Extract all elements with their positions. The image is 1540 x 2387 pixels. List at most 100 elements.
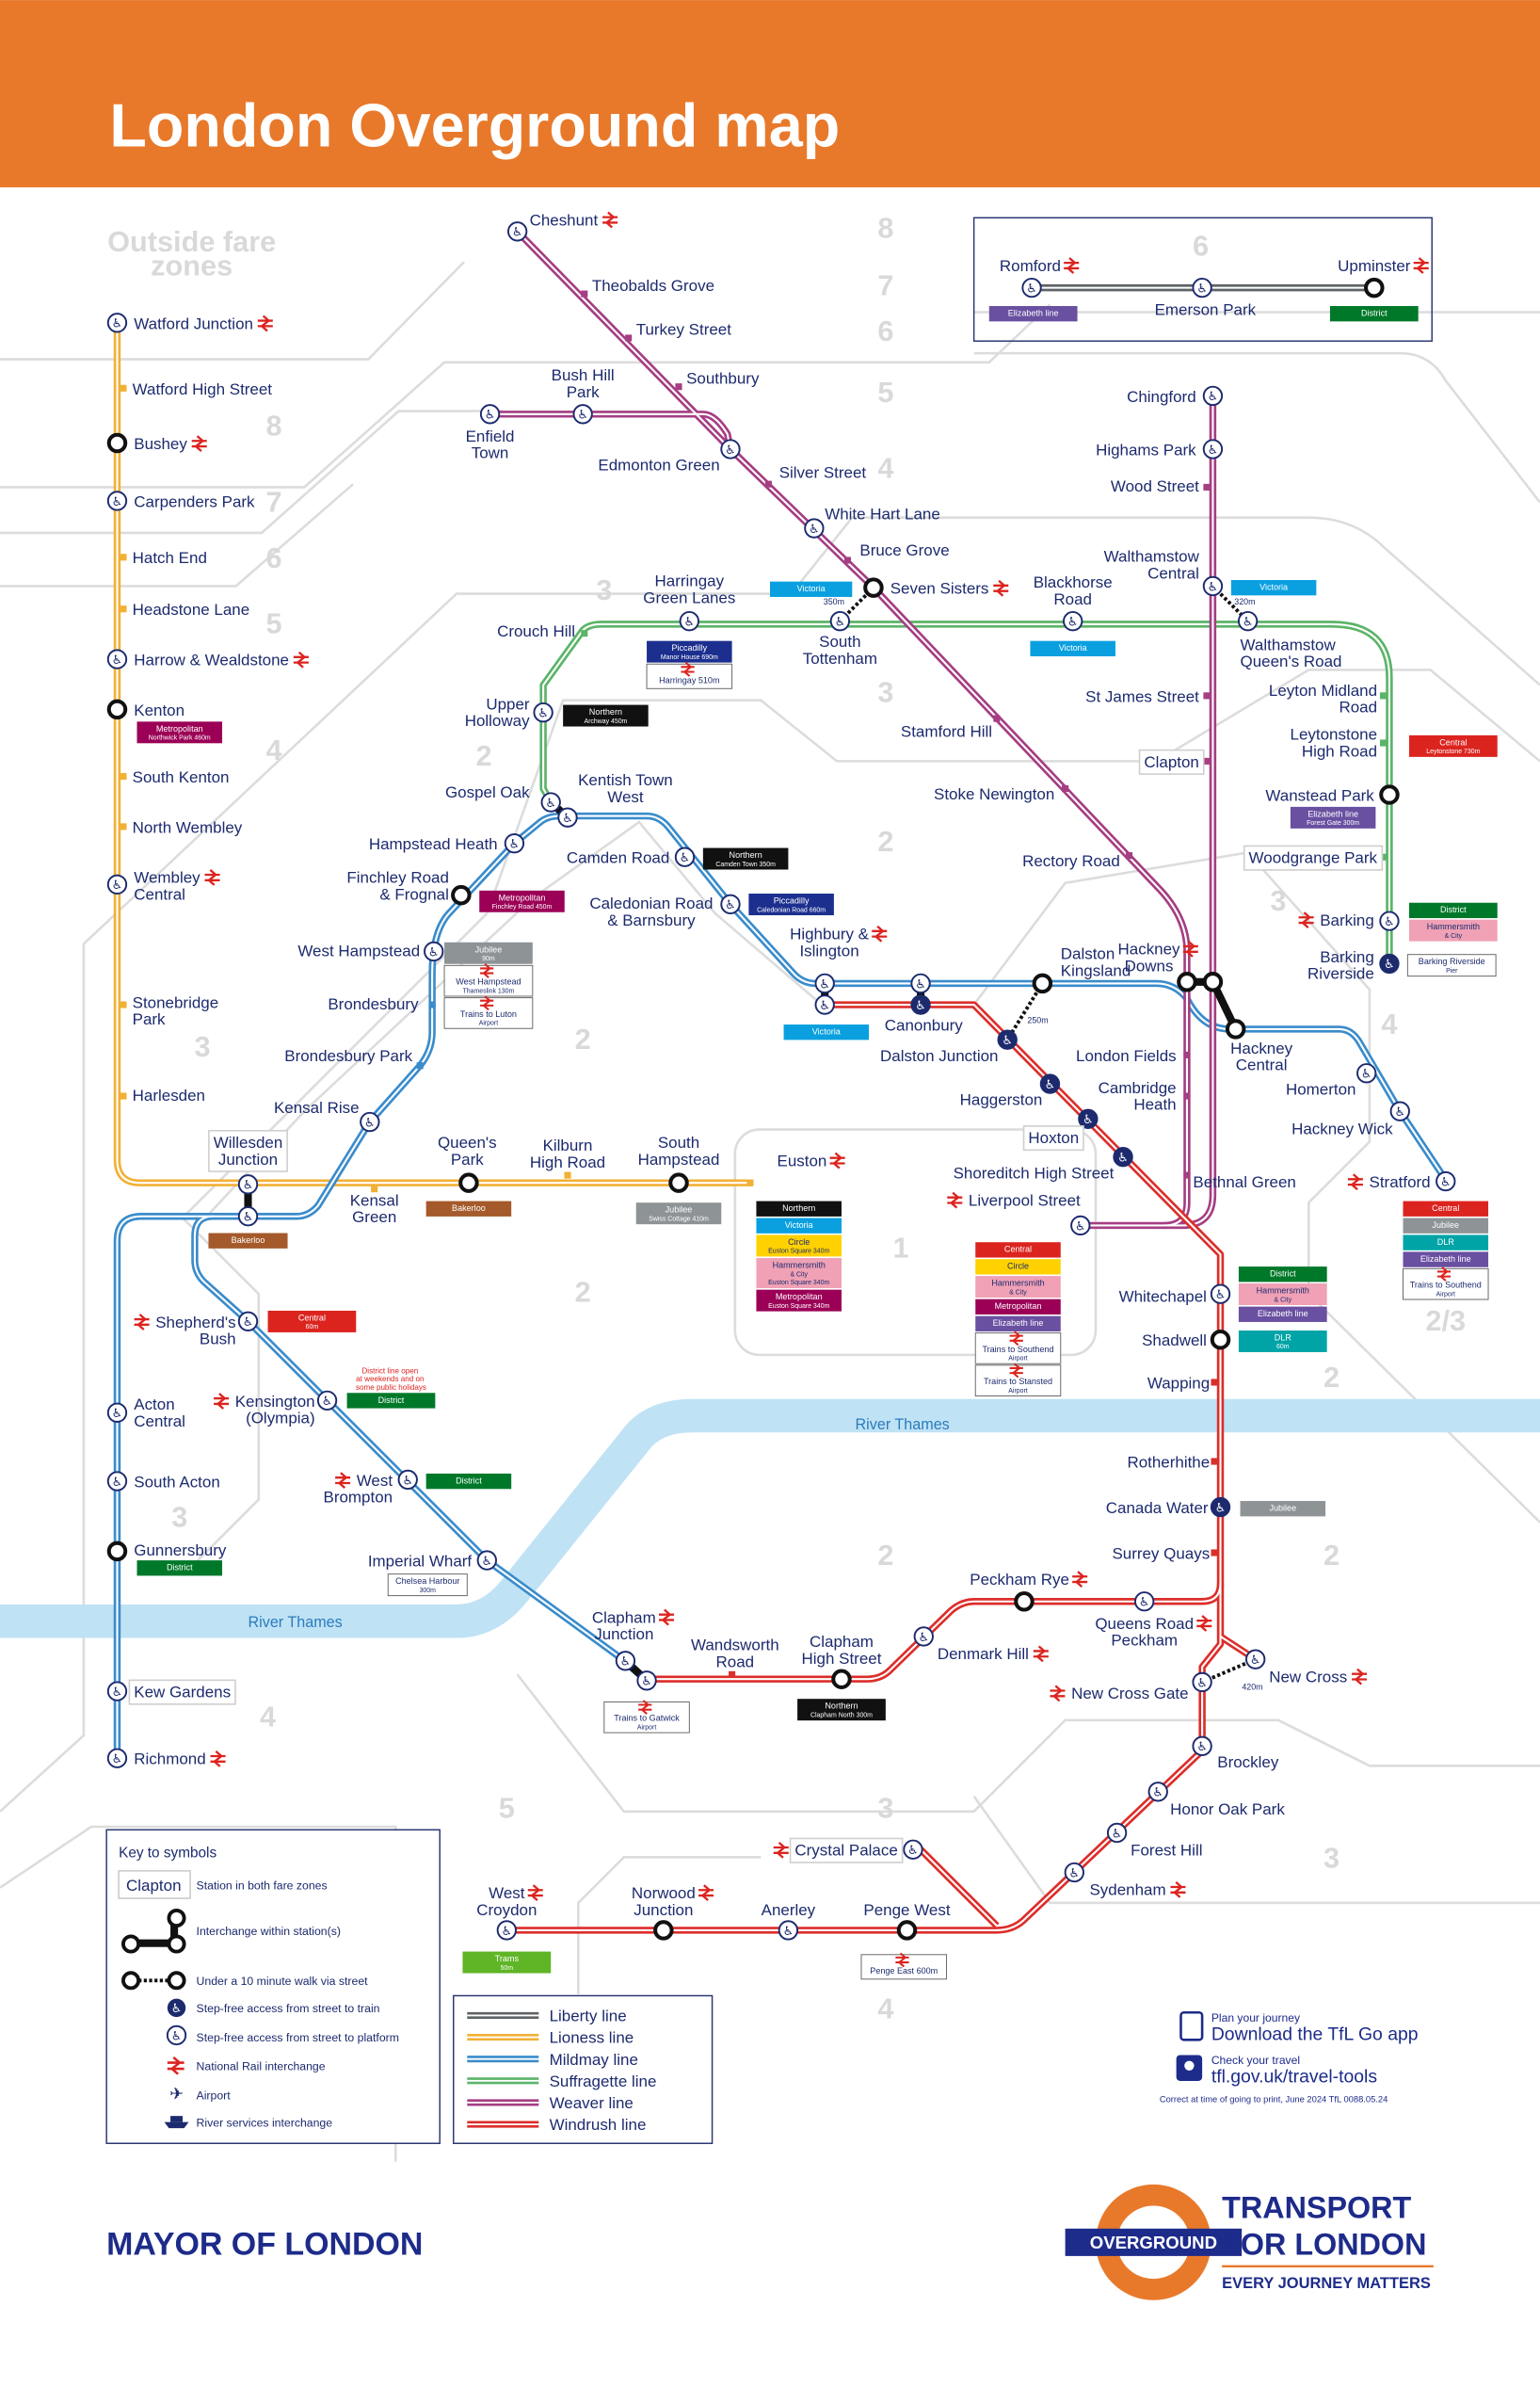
- station-label[interactable]: Emerson Park: [1155, 301, 1257, 319]
- interchange-station-marker[interactable]: [1225, 1019, 1246, 1040]
- step-free-platform-icon[interactable]: ♿: [540, 792, 561, 813]
- step-free-platform-icon[interactable]: ♿: [720, 439, 741, 460]
- station[interactable]: ♿Honor Oak Park: [1147, 1782, 1286, 1818]
- step-free-platform-icon[interactable]: ♿: [1063, 610, 1083, 632]
- station[interactable]: ♿Brockley: [1192, 1735, 1279, 1771]
- station-label[interactable]: Clapton: [1144, 753, 1199, 771]
- station-label[interactable]: Euston: [778, 1152, 827, 1169]
- station[interactable]: ♿Cheshunt: [506, 211, 618, 242]
- station-label[interactable]: Chingford: [1127, 388, 1196, 406]
- step-free-train-icon[interactable]: ♿: [997, 1029, 1018, 1050]
- station[interactable]: ♿Carpenders Park: [106, 491, 255, 511]
- station[interactable]: Wood Street: [1111, 477, 1211, 495]
- station[interactable]: ♿Canonbury: [885, 994, 964, 1035]
- station-label[interactable]: Bushey: [134, 435, 187, 453]
- station[interactable]: Penge West: [863, 1901, 951, 1941]
- step-free-train-icon[interactable]: ♿: [1113, 1147, 1133, 1168]
- station-label[interactable]: Caledonian Road& Barnsbury: [589, 895, 713, 929]
- station[interactable]: ♿Gospel Oak: [445, 783, 561, 813]
- station[interactable]: ♿Romford: [1000, 257, 1080, 298]
- step-free-platform-icon[interactable]: ♿: [1021, 277, 1042, 298]
- step-free-platform-icon[interactable]: ♿: [1134, 1591, 1155, 1612]
- interchange-station-marker[interactable]: [451, 884, 472, 906]
- station[interactable]: Rectory Road: [1022, 852, 1133, 870]
- interchange-station-marker[interactable]: [1379, 784, 1400, 805]
- station-label[interactable]: Rotherhithe: [1127, 1453, 1210, 1471]
- station-label[interactable]: Forest Hill: [1131, 1842, 1202, 1860]
- station[interactable]: ♿Hampstead Heath: [369, 833, 525, 854]
- step-free-platform-icon[interactable]: ♿: [636, 1670, 657, 1691]
- station[interactable]: ♿Hackney Wick: [1291, 1101, 1410, 1138]
- station[interactable]: Brondesbury: [328, 995, 436, 1013]
- interchange-station-marker[interactable]: [668, 1172, 689, 1193]
- station[interactable]: ♿Kensal Rise: [274, 1099, 380, 1133]
- station-label[interactable]: Stratford: [1370, 1173, 1431, 1191]
- station[interactable]: ♿Liverpool Street: [947, 1191, 1091, 1236]
- station[interactable]: ♿Haggerston: [960, 1073, 1061, 1109]
- station[interactable]: ♿Anerley: [762, 1901, 816, 1941]
- step-free-platform-icon[interactable]: ♿: [814, 973, 835, 994]
- station-label[interactable]: Brondesbury Park: [284, 1047, 412, 1065]
- station-label[interactable]: Kensal Rise: [274, 1099, 360, 1117]
- station[interactable]: ♿ Highbury &Islington: [790, 926, 888, 994]
- station[interactable]: Theobalds Grove: [581, 277, 714, 298]
- step-free-platform-icon[interactable]: ♿: [557, 807, 578, 828]
- station[interactable]: ♿Watford Junction: [106, 313, 273, 333]
- step-free-platform-icon[interactable]: ♿: [237, 1174, 259, 1195]
- station[interactable]: Crouch Hill: [497, 622, 588, 640]
- station-label[interactable]: Shoreditch High Street: [954, 1164, 1115, 1182]
- station[interactable]: ♿New Cross Gate: [1050, 1671, 1212, 1702]
- station-label[interactable]: Stoke Newington: [934, 785, 1054, 803]
- step-free-platform-icon[interactable]: ♿: [106, 1681, 128, 1702]
- interchange-station-marker[interactable]: [1210, 1329, 1231, 1350]
- station-label[interactable]: Imperial Wharf: [368, 1553, 473, 1571]
- station-label[interactable]: Canada Water: [1106, 1499, 1209, 1517]
- station-label[interactable]: Southbury: [686, 369, 760, 387]
- station-label[interactable]: Highbury &Islington: [790, 926, 870, 960]
- station[interactable]: Seven Sisters: [863, 577, 1009, 598]
- station-label[interactable]: Liverpool Street: [969, 1191, 1081, 1209]
- step-free-platform-icon[interactable]: ♿: [106, 1402, 128, 1423]
- interchange-station-marker[interactable]: [458, 1172, 479, 1193]
- step-free-platform-icon[interactable]: ♿: [903, 1839, 923, 1860]
- station-label[interactable]: Peckham Rye: [970, 1571, 1069, 1589]
- station[interactable]: ♿Edmonton Green: [598, 439, 741, 475]
- station[interactable]: South Kenton: [120, 768, 229, 786]
- interchange-station-marker[interactable]: [106, 432, 128, 454]
- step-free-platform-icon[interactable]: ♿: [1106, 1822, 1128, 1844]
- station[interactable]: Upminster: [1338, 257, 1429, 298]
- station[interactable]: ♿Harrow & Wealdstone: [106, 649, 309, 669]
- step-free-platform-icon[interactable]: ♿: [1147, 1782, 1168, 1802]
- station-label[interactable]: Sydenham: [1089, 1881, 1165, 1899]
- step-free-platform-icon[interactable]: ♿: [1064, 1862, 1084, 1883]
- step-free-platform-icon[interactable]: ♿: [1237, 610, 1259, 632]
- step-free-platform-icon[interactable]: ♿: [424, 941, 444, 962]
- station-label[interactable]: West Hampstead: [297, 942, 420, 960]
- step-free-train-icon[interactable]: ♿: [1078, 1108, 1099, 1129]
- station-label[interactable]: Harlesden: [133, 1087, 205, 1105]
- step-free-platform-icon[interactable]: ♿: [106, 1748, 128, 1768]
- station-label[interactable]: New Cross Gate: [1071, 1685, 1188, 1702]
- step-free-platform-icon[interactable]: ♿: [814, 994, 835, 1015]
- station-label[interactable]: New Cross: [1269, 1668, 1347, 1685]
- interchange-station-marker[interactable]: [1364, 277, 1385, 298]
- station[interactable]: Kenton: [106, 699, 184, 720]
- station[interactable]: ♿Dalston Junction: [880, 1029, 1018, 1065]
